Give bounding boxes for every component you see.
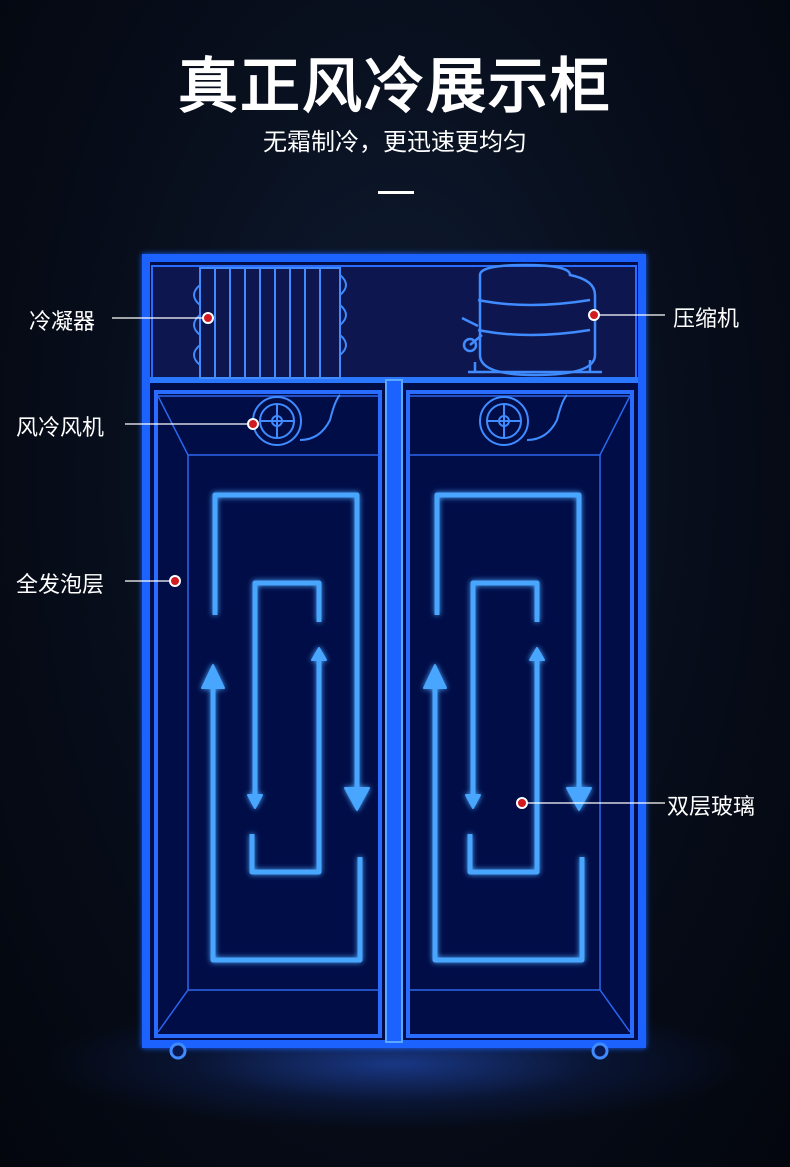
label-compressor: 压缩机 — [673, 307, 740, 332]
left-interior-lines — [157, 395, 380, 1033]
airflow-left — [201, 492, 370, 963]
label-glass: 双层玻璃 — [667, 795, 756, 820]
page-subtitle: 无霜制冷，更迅速更均匀 — [263, 128, 527, 156]
compressor-drawing — [461, 263, 602, 377]
casters — [169, 1042, 609, 1060]
label-fan: 风冷风机 — [16, 416, 105, 441]
fan-right — [479, 394, 568, 446]
label-foam: 全发泡层 — [16, 573, 105, 598]
page-title: 真正风冷展示柜 — [178, 52, 612, 122]
marker-compressor — [588, 309, 600, 321]
marker-condenser — [202, 312, 214, 324]
marker-fan — [247, 418, 259, 430]
right-interior-lines — [410, 395, 631, 1033]
condenser-coil — [193, 267, 347, 379]
cabinet-frame — [142, 254, 646, 1048]
callout-markers — [169, 309, 600, 809]
marker-glass — [516, 797, 528, 809]
title-divider — [378, 191, 414, 194]
marker-foam — [169, 575, 181, 587]
airflow-right — [423, 492, 592, 963]
callout-lines — [112, 314, 665, 804]
label-condenser: 冷凝器 — [29, 310, 96, 335]
